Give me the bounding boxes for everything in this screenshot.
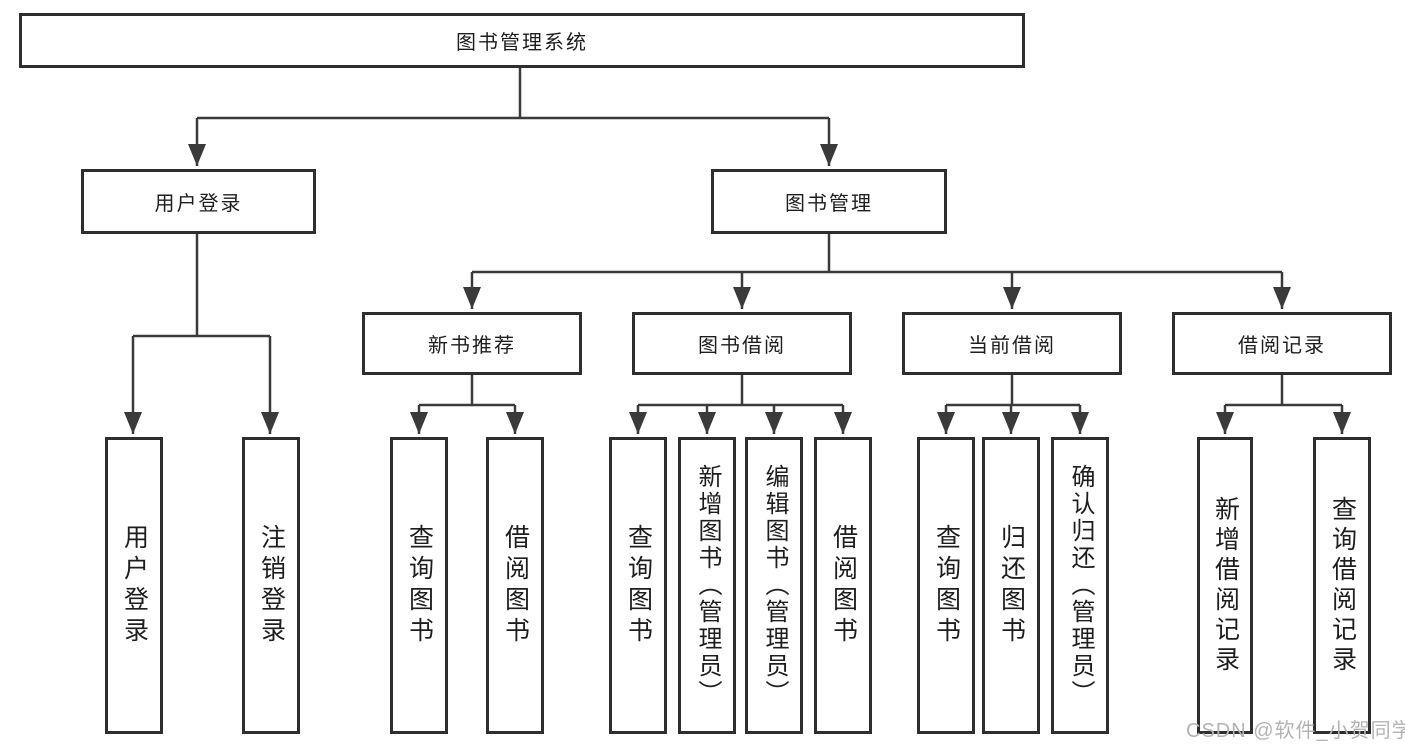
node-user-login: 用户登录: [81, 169, 316, 234]
leaf-label: 查询图书: [624, 523, 653, 648]
leaf-label: 用户登录: [120, 523, 149, 648]
leaf-label: 编辑图书（管理员）: [761, 464, 788, 707]
leaf-query-books-borrowing: 查询图书: [609, 437, 667, 734]
leaf-label: 新增图书（管理员）: [694, 464, 721, 707]
leaf-return-books: 归还图书: [982, 437, 1040, 734]
leaf-borrow-books-borrowing: 借阅图书: [814, 437, 872, 734]
node-library-management-system: 图书管理系统: [19, 13, 1025, 68]
node-label: 新书推荐: [428, 335, 516, 357]
node-label: 图书管理系统: [456, 32, 588, 54]
leaf-query-borrow-record: 查询借阅记录: [1313, 437, 1371, 734]
leaf-confirm-return-admin: 确认归还（管理员）: [1051, 437, 1109, 734]
leaf-logout: 注销登录: [242, 437, 300, 734]
node-label: 图书借阅: [698, 335, 786, 357]
node-borrowing-records: 借阅记录: [1172, 312, 1392, 375]
leaf-edit-books-admin: 编辑图书（管理员）: [745, 437, 803, 734]
leaf-label: 借阅图书: [829, 523, 858, 648]
leaf-label: 归还图书: [997, 523, 1026, 648]
leaf-label: 查询图书: [932, 523, 961, 648]
leaf-label: 注销登录: [257, 523, 286, 648]
leaf-add-borrow-record: 新增借阅记录: [1197, 437, 1253, 734]
csdn-watermark: CSDN @软件_小贺同学: [1186, 720, 1405, 742]
leaf-label: 新增借阅记录: [1211, 495, 1240, 676]
leaf-label: 借阅图书: [501, 523, 530, 648]
node-label: 图书管理: [785, 193, 873, 215]
leaf-user-login: 用户登录: [105, 437, 163, 734]
leaf-add-books-admin: 新增图书（管理员）: [678, 437, 736, 734]
leaf-label: 查询图书: [405, 523, 434, 648]
node-book-borrowing: 图书借阅: [632, 312, 852, 375]
node-label: 用户登录: [154, 193, 243, 215]
leaf-label: 确认归还（管理员）: [1067, 464, 1094, 707]
leaf-label: 查询借阅记录: [1328, 495, 1357, 676]
leaf-query-books-recommend: 查询图书: [390, 437, 448, 734]
node-book-management: 图书管理: [711, 169, 947, 234]
node-current-borrowing: 当前借阅: [902, 312, 1122, 375]
leaf-query-books-current: 查询图书: [917, 437, 975, 734]
leaf-borrow-books-recommend: 借阅图书: [486, 437, 544, 734]
node-label: 当前借阅: [968, 335, 1056, 357]
node-new-book-recommendation: 新书推荐: [362, 312, 582, 375]
node-label: 借阅记录: [1238, 335, 1326, 357]
